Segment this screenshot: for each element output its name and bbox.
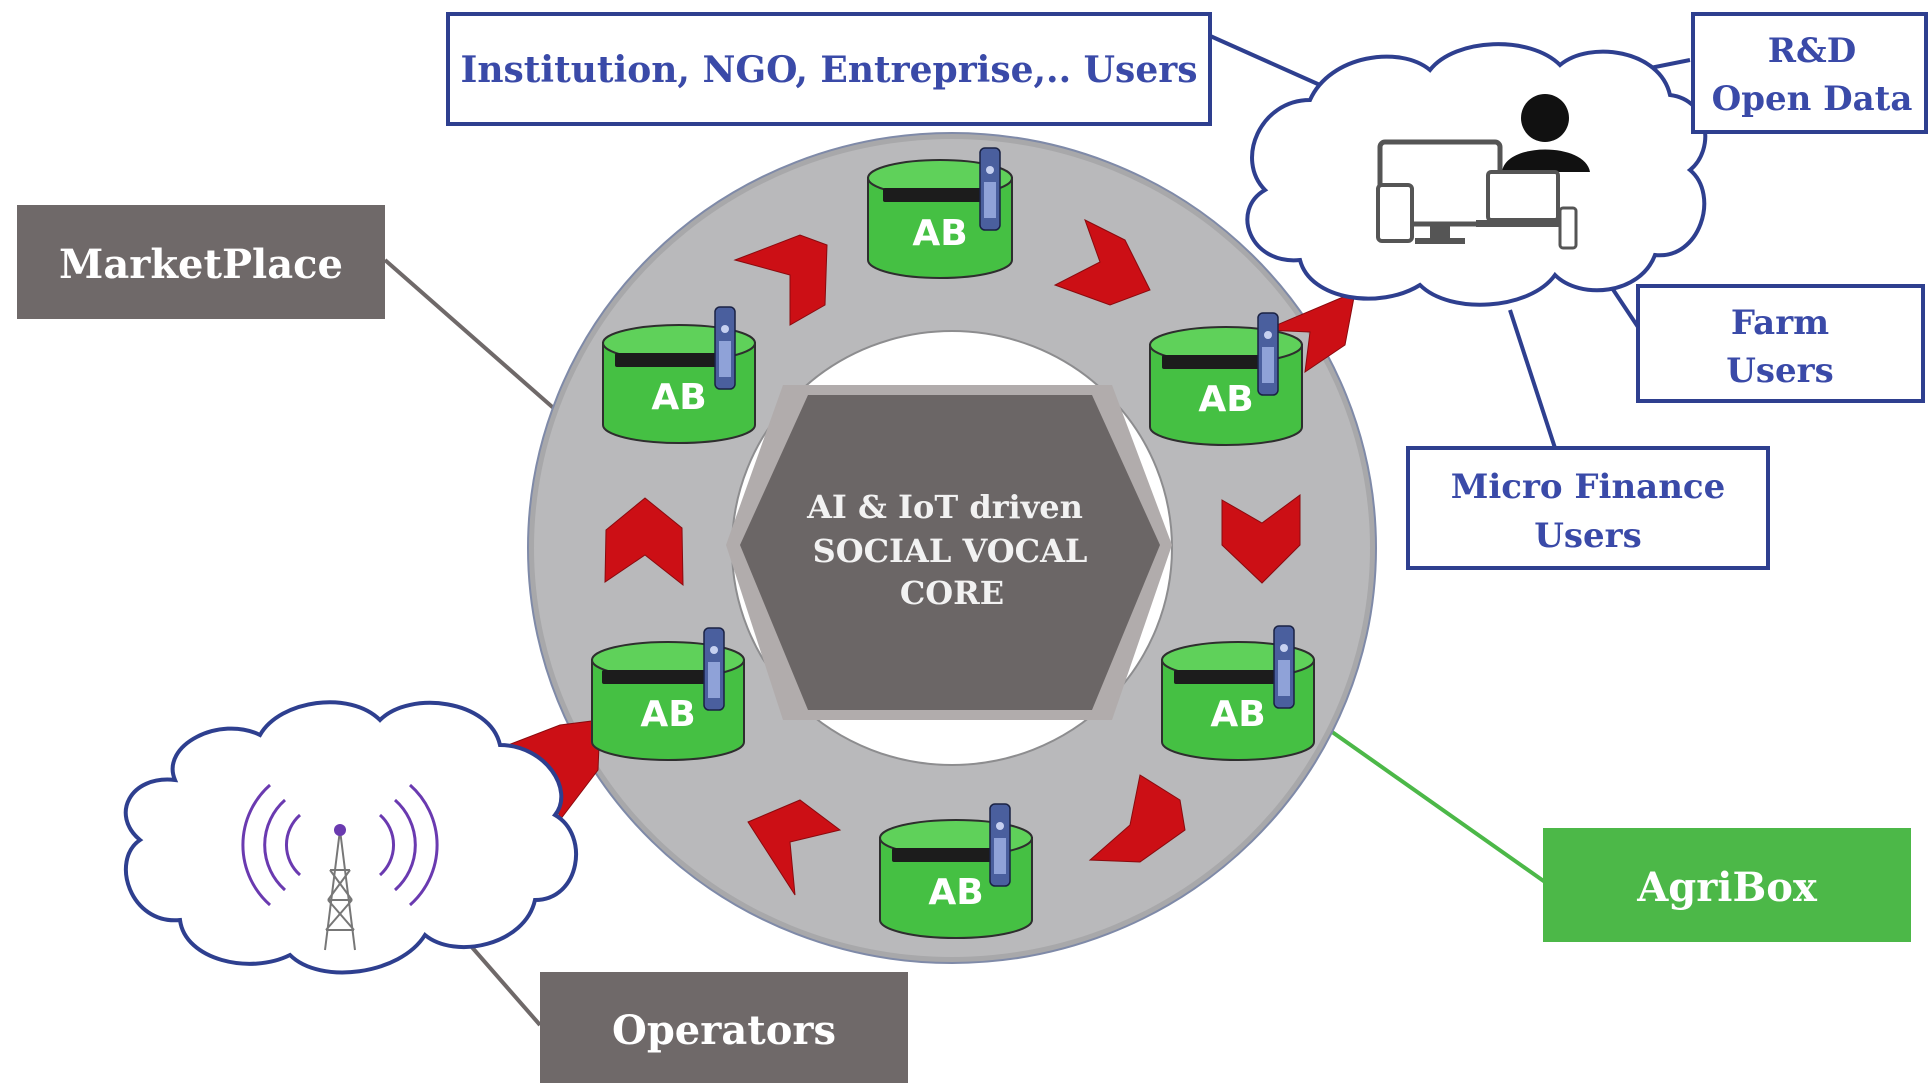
connector-micro	[1508, 309, 1557, 449]
agribox-text: AgriBox	[1636, 864, 1818, 911]
chevron-arrow-icon	[604, 497, 684, 587]
label-micro-finance-users: Micro Finance Users	[1406, 446, 1770, 570]
ab-node-label: AB	[1198, 379, 1253, 420]
micro-text-line-1: Micro Finance	[1451, 467, 1726, 507]
label-agribox: AgriBox	[1543, 828, 1911, 942]
farm-text-line-1: Farm	[1731, 303, 1829, 343]
connector-lines	[383, 33, 1691, 1027]
connector-marketplace	[383, 258, 560, 414]
rnd-text-line-2: Open Data	[1712, 79, 1913, 119]
ab-node: AB	[867, 147, 1013, 279]
flow-arrows	[506, 218, 1356, 896]
core-text-line-2: SOCIAL VOCAL	[813, 532, 1088, 570]
operators-text: Operators	[612, 1007, 836, 1054]
connector-farm	[1608, 283, 1642, 332]
set-top-box-remote-icon	[703, 627, 725, 711]
label-marketplace: MarketPlace	[17, 205, 385, 319]
ab-node-label: AB	[651, 377, 706, 418]
ab-node: AB	[879, 803, 1033, 939]
label-rnd-open-data: R&D Open Data	[1691, 12, 1928, 134]
connector-agribox	[1316, 720, 1547, 884]
farm-text-line-2: Users	[1726, 351, 1833, 391]
ab-nodes: AB AB AB AB AB	[591, 147, 1315, 939]
chevron-arrow-icon	[1221, 494, 1301, 584]
cloud-operators	[123, 700, 578, 975]
ab-node-label: AB	[912, 213, 967, 254]
antenna-tower-icon	[241, 783, 439, 951]
chevron-arrow-icon	[1053, 218, 1151, 306]
core-text-line-3: CORE	[900, 574, 1004, 612]
devices-user-icon	[1376, 94, 1590, 250]
chevron-arrow-icon	[747, 799, 842, 896]
ab-node: AB	[1161, 625, 1315, 761]
chevron-arrow-icon	[1088, 774, 1186, 863]
label-operators: Operators	[540, 972, 908, 1083]
set-top-box-remote-icon	[714, 306, 736, 390]
chevron-arrow-icon	[1264, 291, 1356, 374]
ab-node: AB	[1149, 312, 1303, 446]
cloud-users	[1245, 42, 1708, 307]
connector-institution	[1207, 33, 1321, 87]
connector-operators	[468, 943, 542, 1027]
core-text-line-1: AI & IoT driven	[806, 488, 1083, 526]
ab-node: AB	[602, 306, 756, 444]
set-top-box-remote-icon	[979, 147, 1001, 231]
set-top-box-remote-icon	[989, 803, 1011, 887]
ab-node-label: AB	[640, 694, 695, 735]
label-farm-users: Farm Users	[1636, 284, 1925, 403]
ab-node: AB	[591, 627, 745, 761]
rnd-text-line-1: R&D	[1768, 31, 1856, 71]
chevron-arrow-icon	[733, 234, 828, 326]
set-top-box-remote-icon	[1257, 312, 1279, 396]
institution-users-text: Institution, NGO, Entreprise,.. Users	[461, 49, 1198, 91]
set-top-box-remote-icon	[1273, 625, 1295, 709]
core-hexagon: AI & IoT driven SOCIAL VOCAL CORE	[726, 385, 1172, 720]
ab-node-label: AB	[1210, 694, 1265, 735]
ab-node-label: AB	[928, 872, 983, 913]
micro-text-line-2: Users	[1534, 516, 1641, 556]
marketplace-text: MarketPlace	[59, 241, 343, 288]
label-institution-users: Institution, NGO, Entreprise,.. Users	[446, 12, 1212, 126]
